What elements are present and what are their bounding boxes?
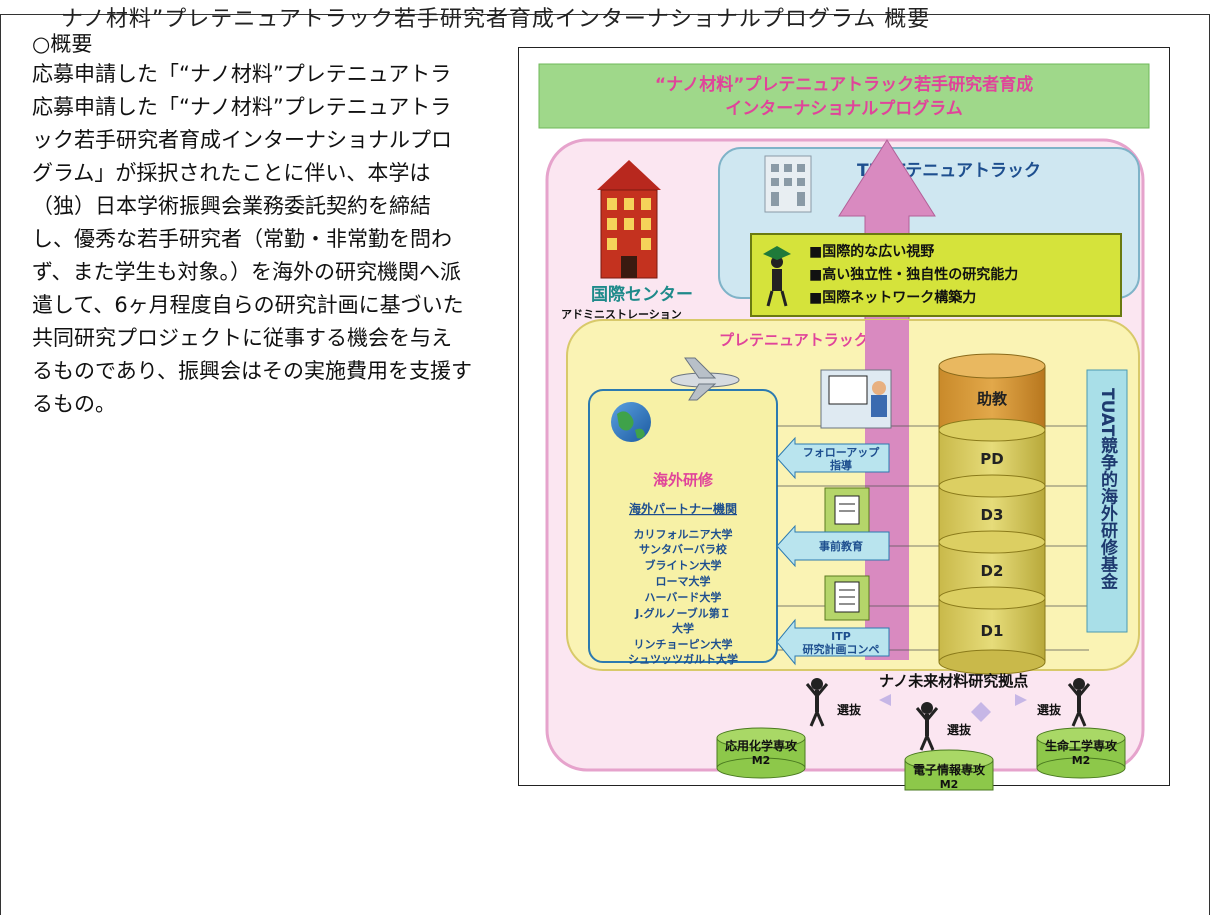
follow-up-arrow: フォローアップ 指導 <box>776 436 890 480</box>
goal-3: ■国際ネットワーク構築力 <box>809 289 976 306</box>
partner-item: 大学 <box>672 621 694 635</box>
pre-education-arrow: 事前教育 <box>776 524 890 568</box>
department-electronics: 電子情報専攻 M2 <box>904 749 994 791</box>
partner-item: J.グルノーブル第Ｉ <box>634 606 731 620</box>
hub-label: ナノ未来材料研究拠点 <box>879 672 1028 690</box>
goal-1: ■国際的な広い視野 <box>809 243 934 260</box>
campus-building-icon <box>764 155 812 213</box>
partner-list: カリフォルニア大学 サンタバーバラ校 ブライトン大学 ローマ大学 ハーバード大学… <box>628 527 738 666</box>
stack-level: D2 <box>981 562 1004 580</box>
selection-label: 選抜 <box>947 722 972 737</box>
fund-box <box>1086 369 1128 633</box>
partner-item: ハーバード大学 <box>645 590 722 604</box>
center-title: 国際センター <box>591 284 693 305</box>
stack-level: D3 <box>981 506 1004 524</box>
goals-box <box>750 233 1122 317</box>
diagram-svg: “ナノ材料”プレテニュアトラック若手研究者育成 インターナショナルプログラム T… <box>538 63 1150 791</box>
computer-user-icon <box>820 369 892 429</box>
graduate-icon <box>763 246 791 307</box>
department-year: M2 <box>1072 754 1091 767</box>
globe-icon <box>611 402 651 442</box>
pretenure-label: プレテニュアトラック育成 <box>719 331 899 349</box>
notebook-icon <box>824 487 870 533</box>
itp-arrow: ITP 研究計画コンペ <box>776 618 890 666</box>
department-bioengineering: 生命工学専攻 M2 <box>1036 727 1126 779</box>
selection-label: 選抜 <box>1037 702 1062 717</box>
student-figure-icon <box>805 678 829 727</box>
overseas-training-panel <box>588 389 778 663</box>
department-name: 応用化学専攻 <box>725 738 798 753</box>
partner-item: カリフォルニア大学 <box>634 527 733 541</box>
arrow-label: ITP <box>831 630 851 643</box>
page-frame: ナノ材料”プレテニュアトラック若手研究者育成インターナショナルプログラム 概要 <box>0 7 1210 915</box>
diagram-title-line1: “ナノ材料”プレテニュアトラック若手研究者育成 <box>655 74 1033 95</box>
section-heading: ○概要 <box>32 32 93 56</box>
department-applied-chemistry: 応用化学専攻 M2 <box>716 727 806 779</box>
stack-level: D1 <box>981 622 1004 640</box>
selection-arrow-icon <box>879 694 891 706</box>
career-stack: 助教 PD D3 D2 D1 <box>938 353 1046 675</box>
partner-item: ローマ大学 <box>656 574 711 588</box>
partner-item: シュツッツガルト大学 <box>628 652 738 666</box>
department-year: M2 <box>752 754 771 767</box>
fund-label: TUAT競争的海外研修基金 <box>1097 388 1119 589</box>
international-center-building-icon <box>597 160 661 279</box>
student-figure-icon <box>1067 678 1091 727</box>
department-name: 電子情報専攻 <box>913 762 986 777</box>
stack-level: 助教 <box>977 390 1008 408</box>
arrow-label: 事前教育 <box>819 539 863 553</box>
document-icon <box>824 575 870 621</box>
title-band <box>538 63 1150 129</box>
department-year: M2 <box>940 778 959 791</box>
department-name: 生命工学専攻 <box>1045 738 1118 753</box>
overseas-training-label: 海外研修 <box>653 471 714 489</box>
partners-title: 海外パートナー機関 <box>629 501 737 516</box>
selection-arrow-icon <box>971 702 991 722</box>
diagram-title-line2: インターナショナルプログラム <box>725 98 963 119</box>
arrow-label: フォローアップ <box>803 445 881 459</box>
arrow-label: 指導 <box>830 458 852 472</box>
overview-paragraph: 応募申請した「“ナノ材料”プレテニュアトラ応募申請した「“ナノ材料”プレテニュア… <box>32 62 472 416</box>
clipped-header-text: ナノ材料”プレテニュアトラック若手研究者育成インターナショナルプログラム 概要 <box>61 7 931 32</box>
center-subtitle: アドミニストレーション <box>561 308 682 321</box>
selection-label: 選抜 <box>837 702 862 717</box>
airplane-icon <box>670 357 740 401</box>
goal-2: ■高い独立性・独自性の研究能力 <box>809 266 1018 283</box>
partner-item: リンチョーピン大学 <box>634 637 733 651</box>
partner-item: ブライトン大学 <box>645 558 722 572</box>
partner-item: サンタバーバラ校 <box>639 542 728 556</box>
program-diagram: “ナノ材料”プレテニュアトラック若手研究者育成 インターナショナルプログラム T… <box>518 47 1170 791</box>
selection-arrow-icon <box>1015 694 1027 706</box>
student-figure-icon <box>915 702 939 751</box>
stack-level: PD <box>980 450 1003 468</box>
arrow-label: 研究計画コンペ <box>803 642 880 656</box>
